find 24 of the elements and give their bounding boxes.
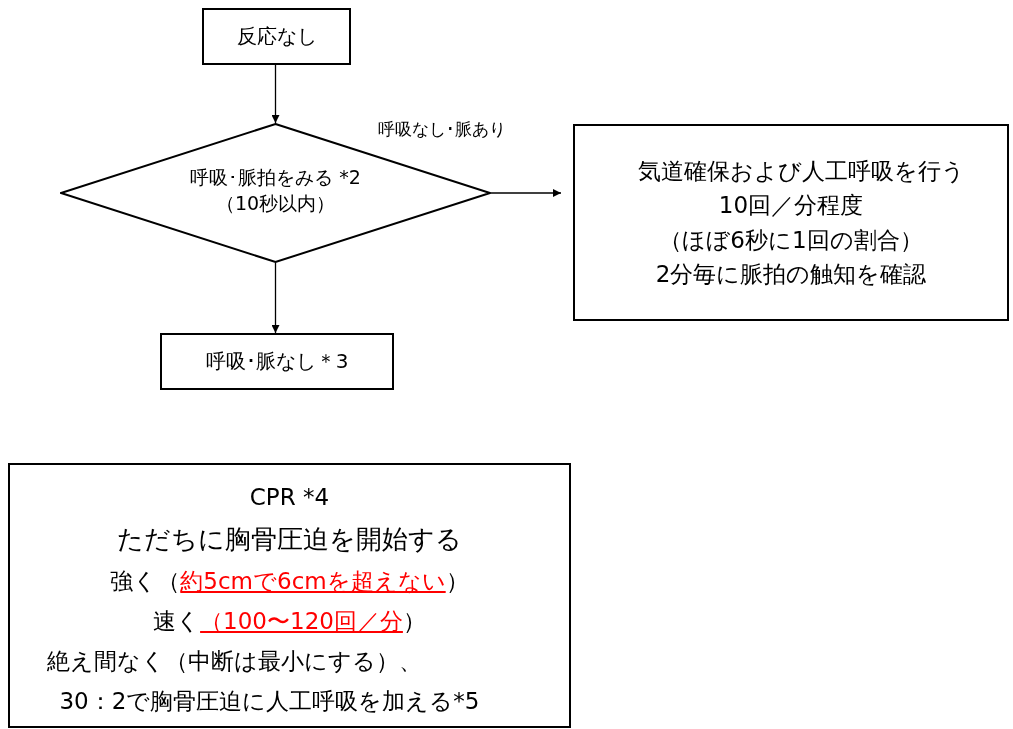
arrow (271, 262, 280, 334)
action-box (573, 124, 1009, 321)
arrow (271, 64, 280, 124)
text-line: 強く（ (110, 567, 181, 597)
arrow (490, 189, 562, 197)
cpr-box (8, 463, 571, 728)
text-line: 2分毎に脈拍の触知を確認 (655, 260, 927, 289)
text-line: 気道確保および人工呼吸を行う (637, 156, 965, 186)
highlighted-text: 約5cmで6cmを超えない (180, 567, 446, 597)
decision-text: 呼吸･脈拍をみる *2 （10秒以内） (189, 165, 362, 216)
text-line: ただちに胸骨圧迫を開始する (117, 523, 462, 557)
heading-text: CPR *4 (249, 483, 330, 512)
text-line: 絶え間なく（中断は最小にする）、 (47, 647, 422, 677)
box-label: 反応なし (236, 23, 317, 50)
highlighted-text: （100〜120回／分 (200, 607, 403, 637)
box-label: 呼吸･脈なし＊3 (205, 348, 349, 375)
result-box (160, 333, 394, 390)
start-box (202, 8, 351, 65)
text-line: （ほぼ6秒に1回の割合） (659, 225, 923, 255)
text-line: ） (445, 567, 469, 597)
text-line: ） (402, 607, 426, 637)
text-line: 速く (153, 607, 201, 637)
text-line: 30：2で胸骨圧迫に人工呼吸を加える*5 (59, 687, 480, 717)
text-line: 10回／分程度 (718, 191, 864, 220)
